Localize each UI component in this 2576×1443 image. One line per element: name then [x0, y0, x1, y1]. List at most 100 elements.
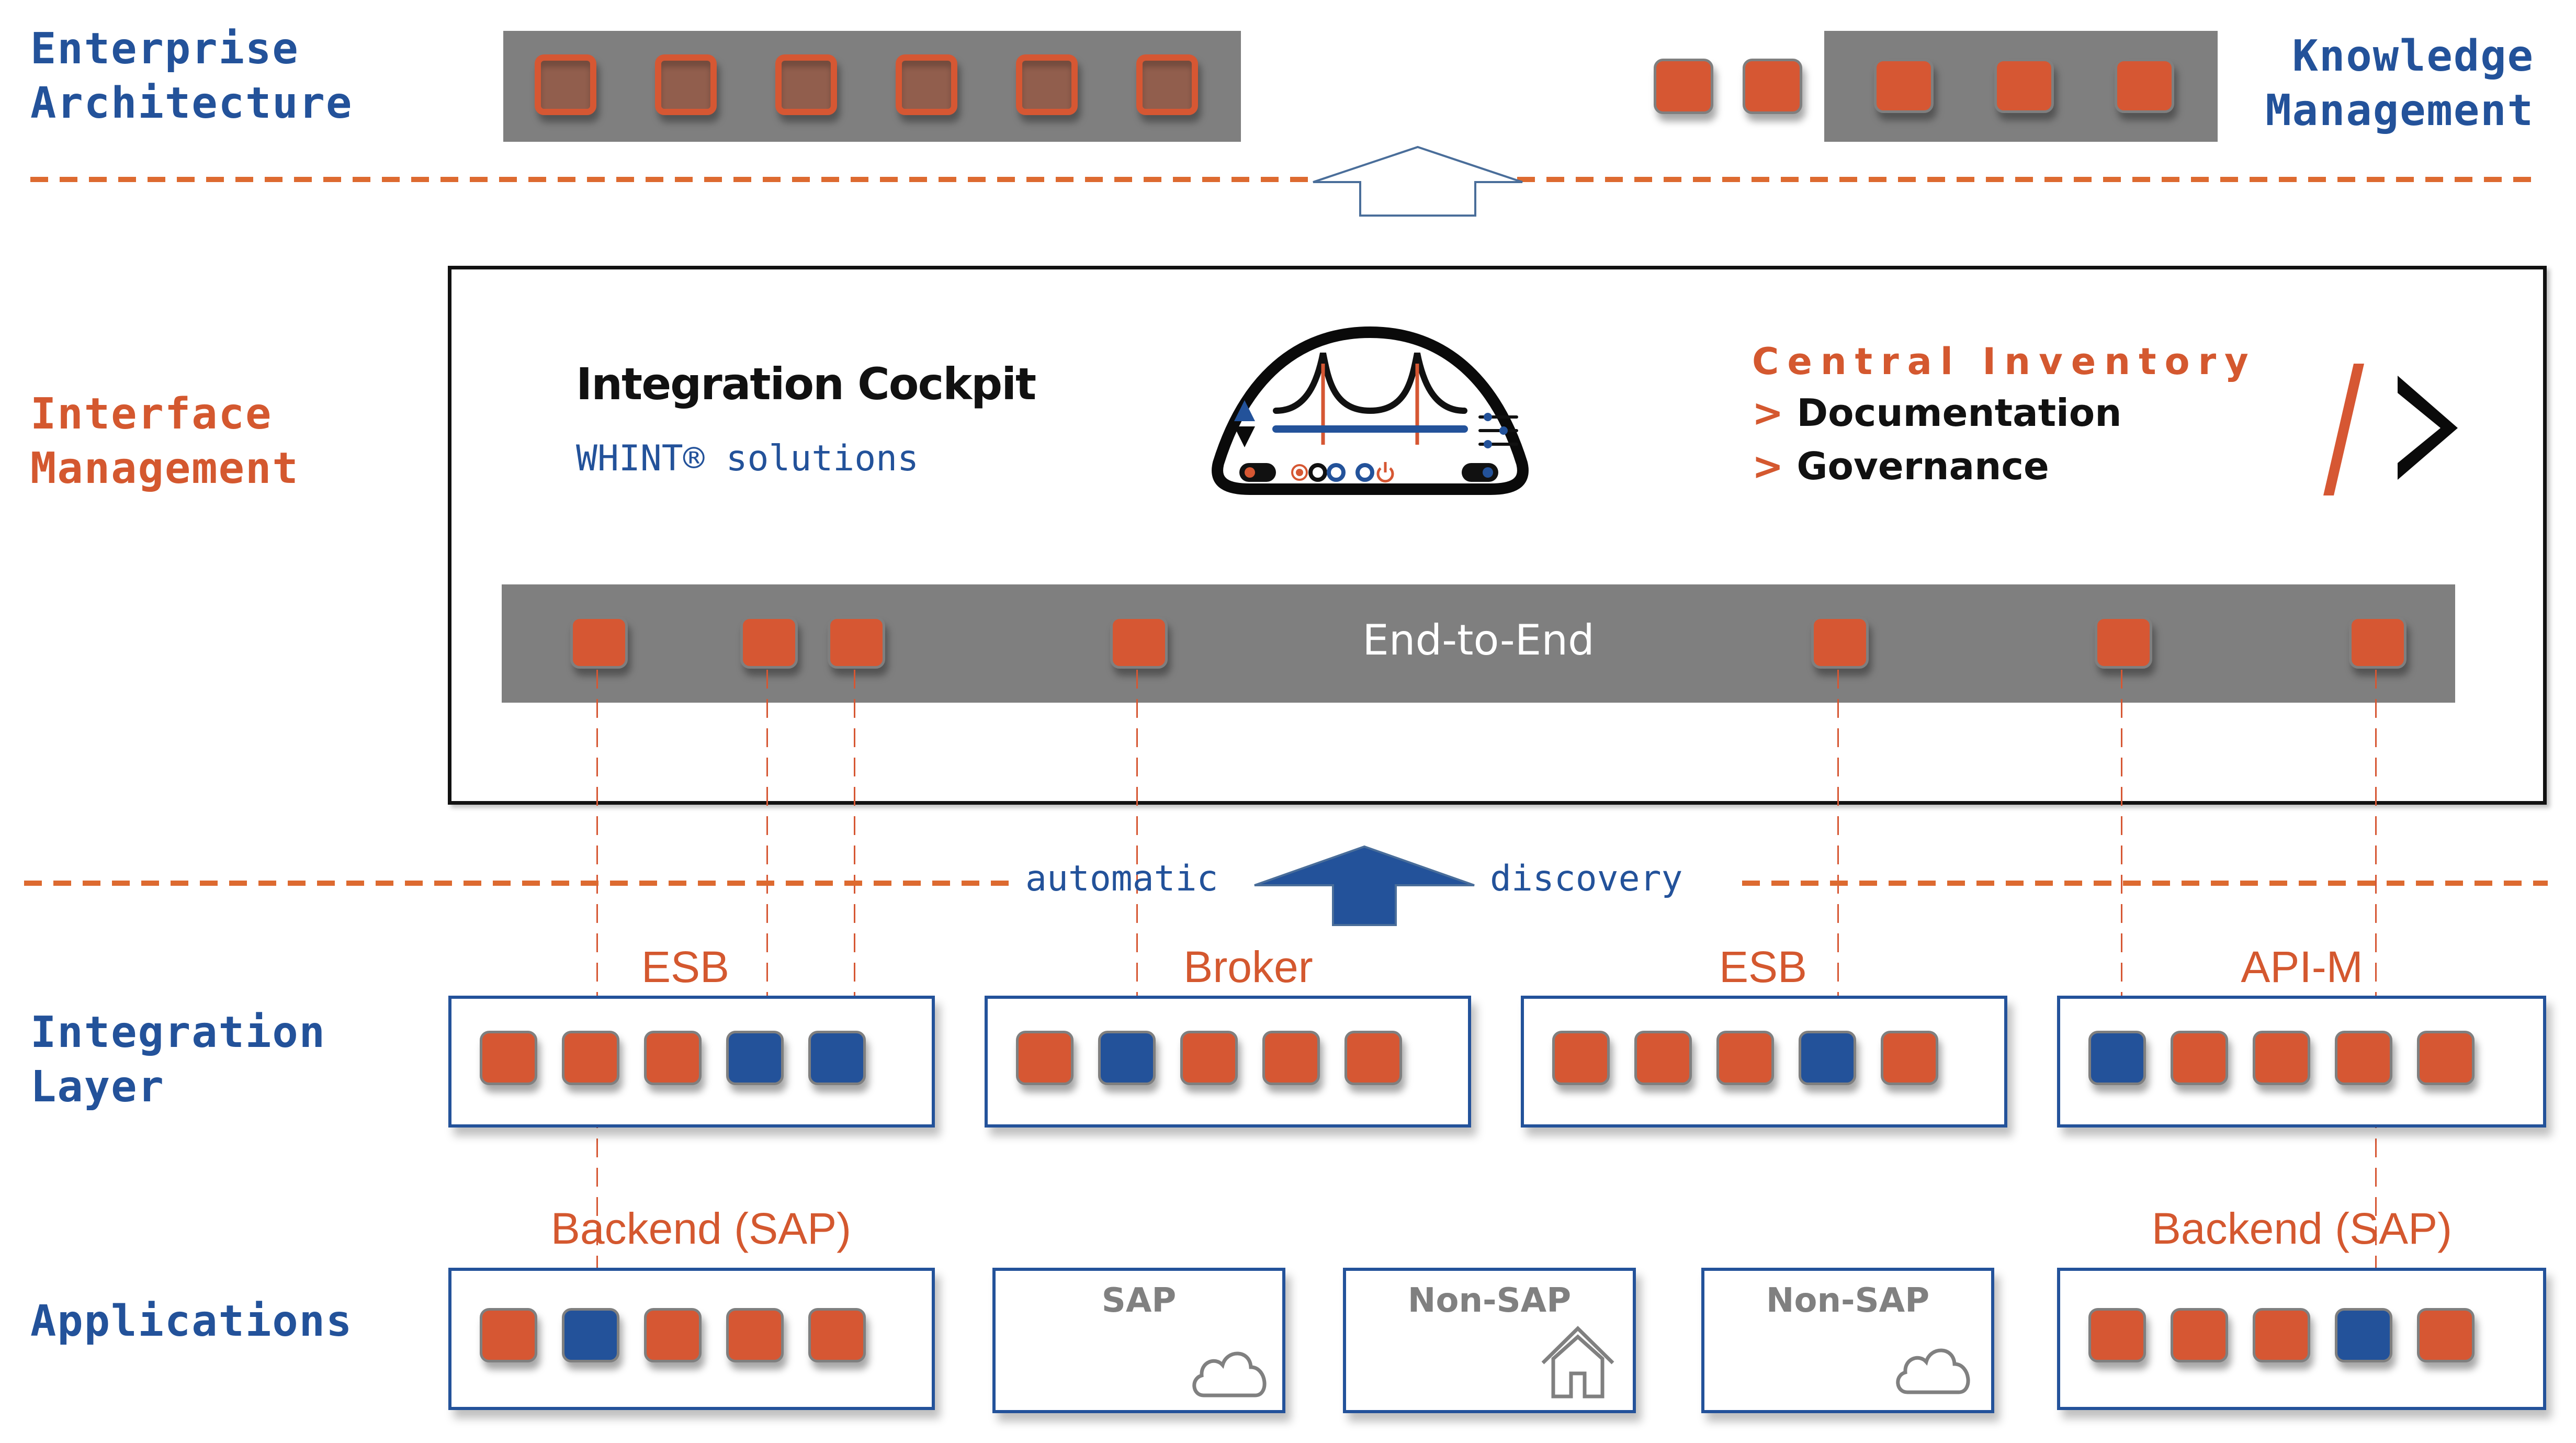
layer-label-line: Interface — [30, 389, 273, 439]
cockpit-dashboard-logo-icon — [1212, 326, 1529, 495]
connector-line — [1136, 670, 1138, 1036]
integration-chip-orange[interactable] — [2171, 1031, 2228, 1085]
layer-label-line: Enterprise — [30, 24, 299, 74]
integration-chip-orange[interactable] — [1716, 1031, 1774, 1085]
interface-chip[interactable] — [570, 616, 628, 669]
integration-cockpit-panel: Integration Cockpit WHINT® solutions — [448, 266, 2547, 805]
integration-chip-orange[interactable] — [1881, 1031, 1938, 1085]
integration-chip-orange[interactable] — [1634, 1031, 1692, 1085]
enterprise-chip — [1016, 54, 1078, 115]
interface-chip[interactable] — [2349, 616, 2406, 669]
application-chip-orange[interactable] — [2253, 1308, 2310, 1362]
layer-label-line: Layer — [30, 1062, 165, 1112]
layer-label-knowledge-management: Knowledge Management — [2265, 29, 2534, 138]
integration-chip-blue[interactable] — [1098, 1031, 1156, 1085]
layer-label-interface-management: Interface Management — [30, 387, 299, 496]
layer-label-applications: Applications — [30, 1297, 353, 1346]
chevron-right-icon: > — [1752, 444, 1784, 488]
enterprise-chip — [1136, 54, 1198, 115]
application-chip-orange[interactable] — [2171, 1308, 2228, 1362]
layer-label-integration-layer: Integration Layer — [30, 1006, 326, 1114]
application-chip-blue[interactable] — [562, 1308, 619, 1362]
application-chip-orange[interactable] — [644, 1308, 702, 1362]
application-chip-blue[interactable] — [2335, 1308, 2392, 1362]
application-chip-orange[interactable] — [2088, 1308, 2146, 1362]
cockpit-subtitle: WHINT® solutions — [576, 438, 919, 479]
discovery-label: discovery — [1490, 858, 1683, 899]
integration-group-label: Broker — [1183, 942, 1313, 991]
knowledge-chip — [1874, 59, 1934, 113]
connector-line — [2121, 670, 2122, 1036]
integration-chip-orange[interactable] — [480, 1031, 537, 1085]
layer-divider — [1517, 177, 2537, 182]
integration-chip-orange[interactable] — [1016, 1031, 1074, 1085]
interface-chip[interactable] — [1811, 616, 1869, 669]
cloud-icon — [1192, 1351, 1267, 1397]
enterprise-chip — [655, 54, 717, 115]
integration-chip-orange[interactable] — [562, 1031, 619, 1085]
chevron-right-icon: > — [1752, 391, 1784, 435]
integration-chip-orange[interactable] — [1180, 1031, 1238, 1085]
integration-group-label: ESB — [1719, 942, 1807, 991]
integration-group-label: ESB — [641, 942, 730, 991]
layer-divider — [24, 881, 1018, 886]
integration-chip-blue[interactable] — [808, 1031, 866, 1085]
enterprise-chip — [775, 54, 837, 115]
integration-chip-orange[interactable] — [2417, 1031, 2475, 1085]
layer-label-line: Integration — [30, 1008, 326, 1057]
interface-chip[interactable] — [828, 616, 885, 669]
inventory-item: > Documentation — [1752, 391, 2122, 435]
knowledge-chip — [1743, 59, 1802, 114]
cloud-icon — [1896, 1348, 1970, 1394]
layer-label-line: Architecture — [30, 78, 353, 128]
automatic-label: automatic — [1025, 858, 1218, 899]
application-box-non-sap-cloud[interactable]: Non-SAP — [1701, 1268, 1994, 1413]
inventory-item-label: Documentation — [1797, 391, 2122, 435]
integration-chip-orange[interactable] — [1345, 1031, 1402, 1085]
knowledge-chip — [1994, 59, 2054, 113]
hollow-up-arrow-icon — [1313, 145, 1523, 217]
interface-chip[interactable] — [2095, 616, 2152, 669]
enterprise-chip — [535, 54, 596, 115]
application-group-label: Backend (SAP) — [2151, 1204, 2453, 1253]
integration-chip-blue[interactable] — [726, 1031, 784, 1085]
application-box-non-sap-on-premise[interactable]: Non-SAP — [1343, 1268, 1636, 1413]
application-box-sap[interactable]: SAP — [992, 1268, 1285, 1413]
application-chip-orange[interactable] — [2417, 1308, 2475, 1362]
layer-label-line: Management — [30, 444, 299, 493]
application-chip-orange[interactable] — [808, 1308, 866, 1362]
layer-label-line: Management — [2265, 86, 2534, 136]
application-group-label: Backend (SAP) — [550, 1204, 852, 1253]
enterprise-architecture-band — [503, 31, 1241, 142]
integration-chip-orange[interactable] — [2253, 1031, 2310, 1085]
connector-line — [1837, 670, 1839, 1036]
application-title: SAP — [1101, 1281, 1177, 1320]
integration-chip-orange[interactable] — [1262, 1031, 1320, 1085]
brand-mark-icon — [2323, 364, 2458, 495]
integration-chip-blue[interactable] — [1799, 1031, 1856, 1085]
layer-label-enterprise-architecture: Enterprise Architecture — [30, 22, 353, 131]
integration-chip-orange[interactable] — [2335, 1031, 2392, 1085]
house-icon — [1541, 1326, 1614, 1399]
integration-group-label: API-M — [2241, 942, 2363, 991]
interface-chip[interactable] — [740, 616, 798, 669]
central-inventory-title: Central Inventory — [1752, 340, 2257, 383]
application-chip-orange[interactable] — [726, 1308, 784, 1362]
end-to-end-label: End-to-End — [1362, 616, 1595, 664]
connector-line — [766, 670, 768, 1036]
application-chip-orange[interactable] — [480, 1308, 537, 1362]
cockpit-title: Integration Cockpit — [576, 358, 1036, 410]
layer-divider — [30, 177, 1312, 182]
interface-chip[interactable] — [1110, 616, 1168, 669]
connector-line — [854, 670, 855, 1036]
inventory-item: > Governance — [1752, 444, 2049, 488]
integration-chip-blue[interactable] — [2088, 1031, 2146, 1085]
integration-chip-orange[interactable] — [644, 1031, 702, 1085]
layer-divider — [1742, 881, 2548, 886]
application-title: Non-SAP — [1766, 1281, 1930, 1320]
integration-chip-orange[interactable] — [1552, 1031, 1610, 1085]
layer-label-line: Knowledge — [2292, 31, 2534, 81]
knowledge-chip — [2115, 59, 2174, 113]
enterprise-chip — [896, 54, 957, 115]
knowledge-chip — [1654, 59, 1713, 114]
